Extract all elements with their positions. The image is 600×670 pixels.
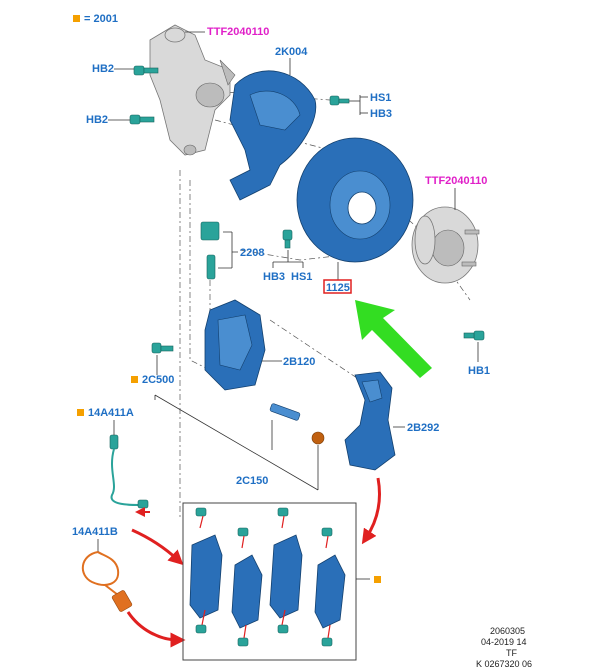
kit-marker-square-icon — [73, 15, 80, 22]
brake-caliper — [204, 299, 266, 391]
bolt-hb2-mid — [129, 114, 155, 125]
knuckle-label: TTF2040110 — [207, 26, 269, 38]
bracket-label: 2B292 — [407, 422, 439, 434]
red-curved-arrow-icon — [361, 477, 381, 545]
wheel-hub — [411, 206, 480, 284]
footer-line-1: 2060305 — [490, 626, 525, 636]
bolt-hb1 — [463, 330, 485, 341]
footer-line-2: 04-2019 14 — [481, 637, 527, 647]
wear-sensor-a — [109, 434, 149, 509]
hb1-label: HB1 — [468, 365, 490, 377]
brake-disc — [296, 137, 414, 263]
hb3-bottom-label: HB3 — [263, 271, 285, 283]
hub-label: TTF2040110 — [425, 175, 487, 187]
legend-label: = 2001 — [84, 13, 118, 25]
disc-label: 1125 — [326, 282, 350, 294]
guide-pin-label: 2C150 — [236, 475, 268, 487]
steering-knuckle — [149, 24, 236, 156]
bolt-hb2-top — [133, 65, 159, 76]
bleeder-valve — [200, 221, 220, 280]
kit-marker-square-icon — [374, 576, 381, 583]
footer-line-4: K 0267320 06 — [476, 659, 532, 669]
hs1-top-label: HS1 — [370, 92, 391, 104]
kit-marker-square-icon — [77, 409, 84, 416]
bleeder-label: 2208 — [240, 247, 264, 259]
dust-shield — [229, 70, 317, 201]
hb2-top-label: HB2 — [92, 63, 114, 75]
brake-pads — [189, 507, 346, 647]
green-pointer-arrow-icon — [355, 300, 432, 378]
shield-label: 2K004 — [275, 46, 308, 58]
screw-hb3-hs1-bottom — [282, 229, 293, 249]
brake-pad-kit-frame — [182, 502, 357, 661]
caliper-label: 2B120 — [283, 356, 315, 368]
guide-pin — [269, 403, 325, 445]
caliper-bracket — [344, 371, 396, 471]
sensor-b-label: 14A411B — [72, 526, 118, 538]
kit-marker-square-icon — [131, 376, 138, 383]
bolt-kit-label: 2C500 — [142, 374, 174, 386]
footer-line-3: TF — [506, 648, 517, 658]
red-curved-arrow-icon — [126, 611, 186, 648]
hb2-mid-label: HB2 — [86, 114, 108, 126]
red-curved-arrow-icon — [131, 528, 184, 566]
sensor-a-label: 14A411A — [88, 407, 134, 419]
hb3-top-label: HB3 — [370, 108, 392, 120]
hs1-bottom-label: HS1 — [291, 271, 312, 283]
wear-sensor-b — [82, 551, 133, 612]
screw-hs1-hb3-top — [329, 95, 350, 106]
caliper-bolt — [151, 342, 174, 354]
disc-highlight-box — [323, 279, 352, 294]
